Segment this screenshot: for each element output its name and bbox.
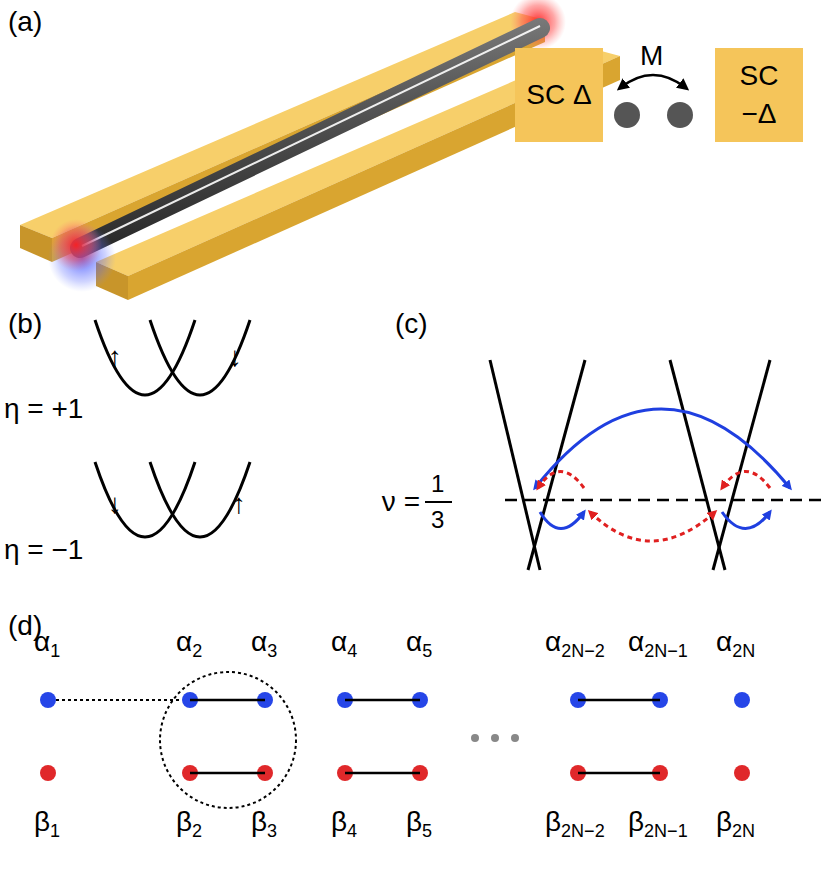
text-label: 3 [431, 508, 444, 532]
site-label: β2N [716, 808, 755, 836]
superconductor-box: SC −Δ [715, 48, 803, 142]
text-label: η = −1 [4, 536, 83, 564]
panel-label: (b) [8, 310, 42, 338]
site-label: α2 [176, 628, 202, 656]
site-label: α2N−1 [628, 628, 688, 656]
site-label: α2N [716, 628, 755, 656]
box-label: SC −Δ [724, 57, 794, 133]
site-label: β5 [406, 808, 432, 836]
text-label: ↓ [228, 343, 242, 371]
text-label: ↓ [108, 490, 122, 518]
superconductor-box: SC Δ [515, 48, 603, 142]
text-label: ↑ [108, 343, 122, 371]
site-label: β1 [34, 808, 60, 836]
site-label: α2N−2 [545, 628, 605, 656]
site-label: β2N−2 [545, 808, 605, 836]
site-label: α1 [34, 628, 60, 656]
panel-label: (c) [395, 310, 428, 338]
text-label: ν = [382, 488, 420, 516]
text-label: 1 [431, 472, 444, 496]
box-label: SC Δ [524, 76, 594, 114]
site-label: β4 [331, 808, 357, 836]
text-label: η = +1 [4, 395, 83, 423]
site-label: α4 [331, 628, 357, 656]
site-label: α3 [251, 628, 277, 656]
site-label: β2N−1 [628, 808, 688, 836]
text-label: ↑ [232, 490, 246, 518]
site-label: α5 [406, 628, 432, 656]
site-label: β2 [176, 808, 202, 836]
text-label: M [640, 42, 663, 70]
site-label: β3 [251, 808, 277, 836]
panel-label: (a) [8, 8, 42, 36]
